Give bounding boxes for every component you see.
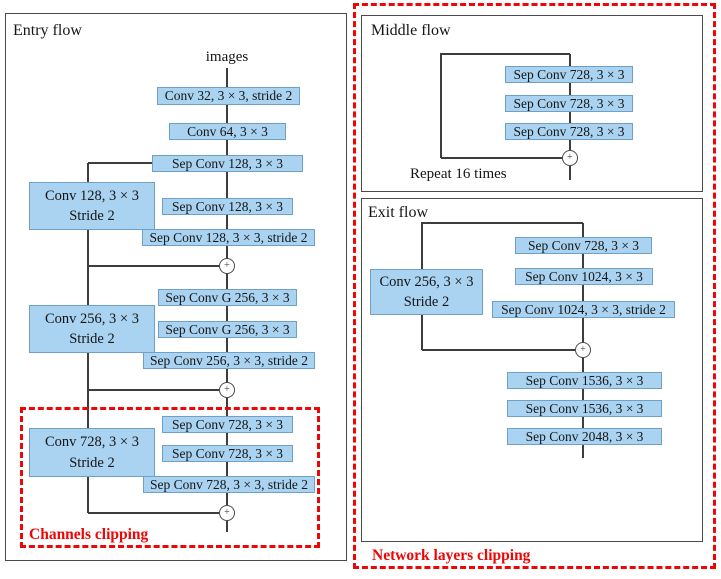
layer-mid-sepconv728-a: Sep Conv 728, 3 × 3 [505,66,633,83]
add-icon: + [219,382,235,398]
residual-exit-conv256-line2: Stride 2 [403,294,450,310]
residual-conv728-stride2: Conv 728, 3 × 3 Stride 2 [29,428,155,477]
entry-merge-line-1 [88,265,219,267]
residual-conv728-line2: Stride 2 [69,454,115,471]
layer-exit-sepconv2048: Sep Conv 2048, 3 × 3 [507,428,662,445]
residual-conv728-line1: Conv 728, 3 × 3 [45,434,139,451]
layer-sepconv728-stride2: Sep Conv 728, 3 × 3, stride 2 [143,476,315,493]
repeat-16-times-label: Repeat 16 times [410,166,507,182]
network-layers-clipping-region [353,3,716,569]
layer-conv32: Conv 32, 3 × 3, stride 2 [157,87,300,105]
network-layers-clipping-label: Network layers clipping [372,547,531,564]
residual-conv256-stride2: Conv 256, 3 × 3 Stride 2 [29,305,155,353]
middle-flow-title: Middle flow [371,22,451,39]
residual-conv256-line1: Conv 256, 3 × 3 [45,310,139,327]
layer-sepconvg256-a: Sep Conv G 256, 3 × 3 [158,289,297,306]
layer-sepconv728-b: Sep Conv 728, 3 × 3 [162,445,293,462]
residual-conv256-line2: Stride 2 [69,331,115,347]
entry-main-flow-line [226,68,228,505]
layer-mid-sepconv728-b: Sep Conv 728, 3 × 3 [505,95,633,112]
exit-flow-title: Exit flow [368,204,428,221]
middle-skip-left-line [440,53,442,158]
layer-exit-sepconv1024-stride2: Sep Conv 1024, 3 × 3, stride 2 [492,301,675,318]
entry-output-line [226,521,228,532]
layer-conv64: Conv 64, 3 × 3 [169,123,286,140]
exit-skip-top-line [422,222,583,224]
entry-flow-title: Entry flow [13,22,82,39]
residual-conv128-stride2: Conv 128, 3 × 3 Stride 2 [29,182,155,230]
residual-conv128-line1: Conv 128, 3 × 3 [45,187,139,204]
layer-exit-sepconv1536-a: Sep Conv 1536, 3 × 3 [507,372,662,389]
layer-sepconvg256-b: Sep Conv G 256, 3 × 3 [158,321,297,338]
middle-skip-top-line [441,53,570,55]
layer-mid-sepconv728-c: Sep Conv 728, 3 × 3 [505,123,633,140]
add-icon: + [562,150,578,166]
layer-sepconv128-a: Sep Conv 128, 3 × 3 [152,155,303,172]
residual-exit-conv256-stride2: Conv 256, 3 × 3 Stride 2 [370,269,483,315]
layer-sepconv128-b: Sep Conv 128, 3 × 3 [162,198,293,215]
entry-branch-line [88,162,152,164]
layer-sepconv728-a: Sep Conv 728, 3 × 3 [162,416,293,433]
residual-exit-conv256-line1: Conv 256, 3 × 3 [379,273,474,290]
residual-conv128-line2: Stride 2 [69,208,115,224]
layer-exit-sepconv728: Sep Conv 728, 3 × 3 [515,237,652,254]
channels-clipping-region [20,407,320,548]
add-icon: + [575,342,591,358]
layer-exit-sepconv1024: Sep Conv 1024, 3 × 3 [515,268,653,285]
layer-sepconv128-stride2: Sep Conv 128, 3 × 3, stride 2 [142,229,315,246]
entry-merge-line-3 [88,512,219,514]
middle-output-line [569,166,571,180]
add-icon: + [219,505,235,521]
channels-clipping-label: Channels clipping [29,526,149,543]
exit-merge-line [422,349,576,351]
exit-flow-panel [361,198,703,542]
images-input-label: images [205,49,249,65]
entry-merge-line-2 [88,389,219,391]
middle-merge-line [441,157,562,159]
layer-sepconv256-stride2: Sep Conv 256, 3 × 3, stride 2 [143,352,315,369]
layer-exit-sepconv1536-b: Sep Conv 1536, 3 × 3 [507,400,662,417]
add-icon: + [219,258,235,274]
